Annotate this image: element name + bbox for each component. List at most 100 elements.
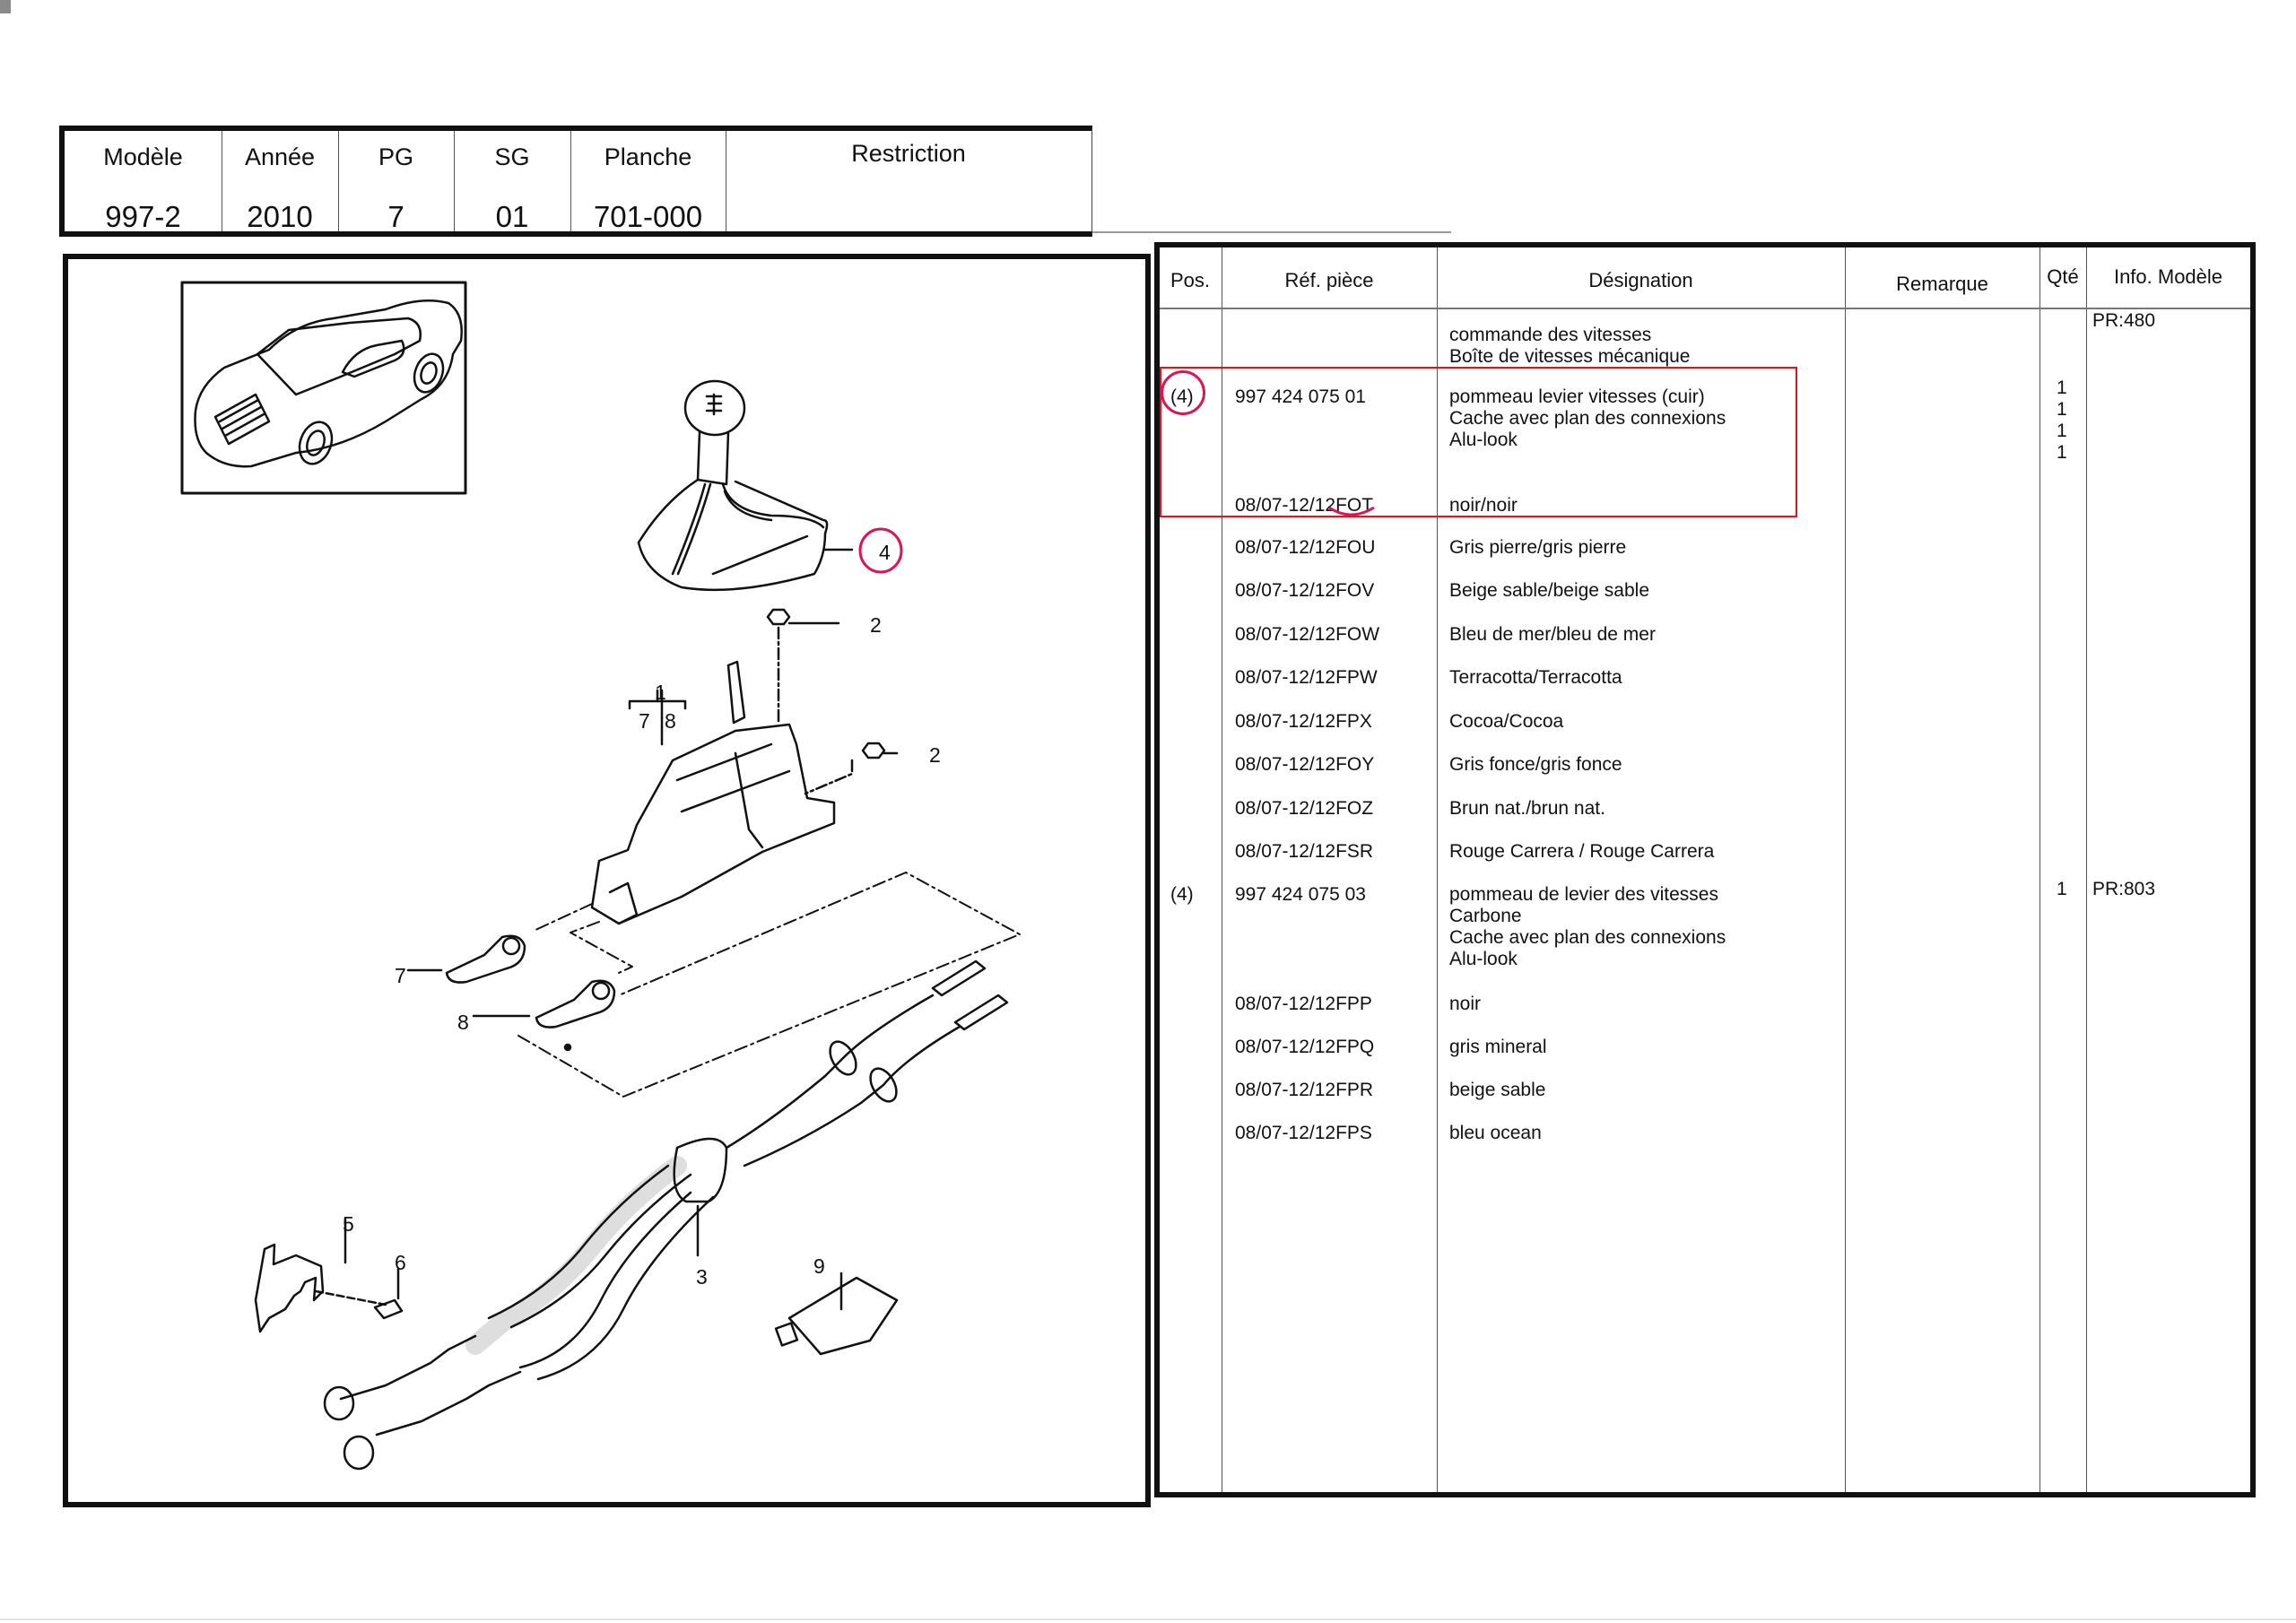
scan-edge-line	[0, 1619, 2296, 1620]
cell-ref[interactable]: 08/07-12/12FOU	[1235, 537, 1376, 558]
cell-qte: 1	[2057, 378, 2067, 398]
car-thumbnail	[180, 281, 467, 495]
cell-info: PR:803	[2092, 879, 2156, 899]
header-label: PG	[378, 143, 413, 170]
header-label: SG	[494, 143, 530, 170]
cell-qte: 1	[2057, 421, 2067, 441]
header-value: 701-000	[593, 200, 703, 233]
cell-ref[interactable]: 08/07-12/12FPR	[1235, 1080, 1374, 1100]
callout-7[interactable]: 7	[639, 709, 650, 733]
cell-pos: (4)	[1170, 884, 1194, 905]
grease-tube-drawing	[774, 1271, 899, 1356]
car-thumbnail-frame	[180, 281, 467, 495]
cable-end-fittings	[406, 934, 616, 1052]
cell-designation: Brun nat./brun nat.	[1449, 798, 1605, 819]
callout-8[interactable]: 8	[665, 709, 676, 733]
cell-ref[interactable]: 08/07-12/12FPS	[1235, 1123, 1372, 1143]
col-designation	[1437, 247, 1846, 1492]
cell-designation: Carbone	[1449, 906, 1522, 926]
header-cell-sg: SG 01	[454, 131, 571, 233]
cell-designation: Cocoa/Cocoa	[1449, 711, 1564, 732]
car-engine-grille	[213, 393, 271, 446]
callout-2[interactable]: 2	[870, 613, 882, 637]
header-remarque: Remarque	[1896, 273, 1988, 295]
cell-designation: pommeau levier vitesses (cuir)	[1449, 386, 1705, 407]
parts-table: Pos. Réf. pièce Désignation Remarque Qté…	[1154, 242, 2256, 1497]
header-cell-pg: PG 7	[338, 131, 455, 233]
table-header-row: Pos. Réf. pièce Désignation Remarque Qté…	[1160, 247, 2250, 309]
header-cell-annee: Année 2010	[222, 131, 339, 233]
cell-designation: Alu-look	[1449, 949, 1518, 969]
callout-8[interactable]: 8	[457, 1011, 469, 1034]
cell-ref[interactable]: 08/07-12/12FOZ	[1235, 798, 1374, 819]
callout-6[interactable]: 6	[395, 1251, 406, 1274]
scan-corner-mark	[0, 0, 11, 13]
cell-designation: Gris fonce/gris fonce	[1449, 754, 1622, 775]
callout-3[interactable]: 3	[696, 1265, 708, 1289]
car-front-wheel	[413, 352, 445, 394]
cell-ref[interactable]: 08/07-12/12FPQ	[1235, 1037, 1375, 1057]
assembly-guide-lines	[517, 872, 1021, 1098]
callout-7[interactable]: 7	[395, 964, 406, 987]
header-designation: Désignation	[1588, 269, 1693, 291]
cell-designation: Beige sable/beige sable	[1449, 580, 1650, 601]
col-pos	[1160, 247, 1222, 1492]
cell-designation: Cache avec plan des connexions	[1449, 927, 1726, 948]
col-remarque	[1845, 247, 2040, 1492]
header-label: Année	[244, 143, 316, 170]
nut-drawing	[766, 608, 899, 795]
shifter-housing-drawing	[590, 660, 836, 925]
cell-qte: 1	[2057, 879, 2067, 899]
cell-ref[interactable]: 08/07-12/12FPW	[1235, 667, 1378, 688]
cell-ref[interactable]: 08/07-12/12FOW	[1235, 624, 1380, 645]
header-pos: Pos.	[1170, 269, 1211, 291]
header-qte: Qté	[2047, 265, 2079, 288]
car-rear-wheel	[298, 421, 334, 465]
cell-designation: noir/noir	[1449, 495, 1518, 516]
cell-ref[interactable]: 997 424 075 03	[1235, 884, 1366, 905]
shift-cables-drawing	[323, 959, 1009, 1471]
cell-designation: beige sable	[1449, 1080, 1546, 1100]
cell-qte: 1	[2057, 442, 2067, 463]
cell-designation: commande des vitesses	[1449, 325, 1652, 345]
highlight-circle-callout-4	[858, 527, 903, 574]
cell-ref[interactable]: 08/07-12/12FSR	[1235, 841, 1374, 862]
cell-info: PR:480	[2092, 310, 2156, 331]
header-ref: Réf. pièce	[1284, 269, 1374, 291]
cell-ref[interactable]: 997 424 075 01	[1235, 386, 1366, 407]
col-info	[2086, 247, 2250, 1492]
cell-designation: Cache avec plan des connexions	[1449, 408, 1726, 429]
model-info-table: Modèle 997-2 Année 2010 PG 7 SG 01 Planc…	[59, 126, 1092, 237]
cell-ref[interactable]: 08/07-12/12FOT	[1235, 495, 1374, 516]
shift-lever	[726, 660, 746, 725]
cell-designation: Rouge Carrera / Rouge Carrera	[1449, 841, 1715, 862]
cell-designation: Bleu de mer/bleu de mer	[1449, 624, 1656, 645]
cell-ref[interactable]: 08/07-12/12FPX	[1235, 711, 1372, 732]
cell-designation: Gris pierre/gris pierre	[1449, 537, 1627, 558]
car-body	[194, 299, 463, 468]
cell-ref[interactable]: 08/07-12/12FPP	[1235, 994, 1372, 1014]
header-value: 01	[495, 200, 529, 233]
cell-ref[interactable]: 08/07-12/12FOY	[1235, 754, 1375, 775]
header-label: Modèle	[103, 143, 183, 170]
cell-ref[interactable]: 08/07-12/12FOV	[1235, 580, 1375, 601]
col-qte	[2039, 247, 2087, 1492]
header-info: Info. Modèle	[2113, 265, 2223, 288]
cell-designation: gris mineral	[1449, 1037, 1547, 1057]
header-value: 997-2	[105, 200, 181, 233]
highlight-underline-fot	[1328, 506, 1375, 516]
header-cell-restriction: Restriction	[726, 131, 1091, 231]
callout-4[interactable]: 4	[879, 541, 891, 564]
header-value: 2010	[247, 200, 313, 233]
callout-1[interactable]: 1	[655, 681, 666, 704]
divider-line	[1092, 231, 1451, 233]
callout-9[interactable]: 9	[813, 1254, 825, 1278]
cable-grommet	[673, 1137, 728, 1203]
col-ref	[1222, 247, 1438, 1492]
cell-designation: Alu-look	[1449, 430, 1518, 450]
callout-2[interactable]: 2	[929, 743, 941, 767]
cell-designation: Boîte de vitesses mécanique	[1449, 346, 1691, 367]
header-value: 7	[387, 200, 404, 233]
callout-5[interactable]: 5	[343, 1212, 354, 1236]
header-cell-planche: Planche 701-000	[570, 131, 726, 233]
